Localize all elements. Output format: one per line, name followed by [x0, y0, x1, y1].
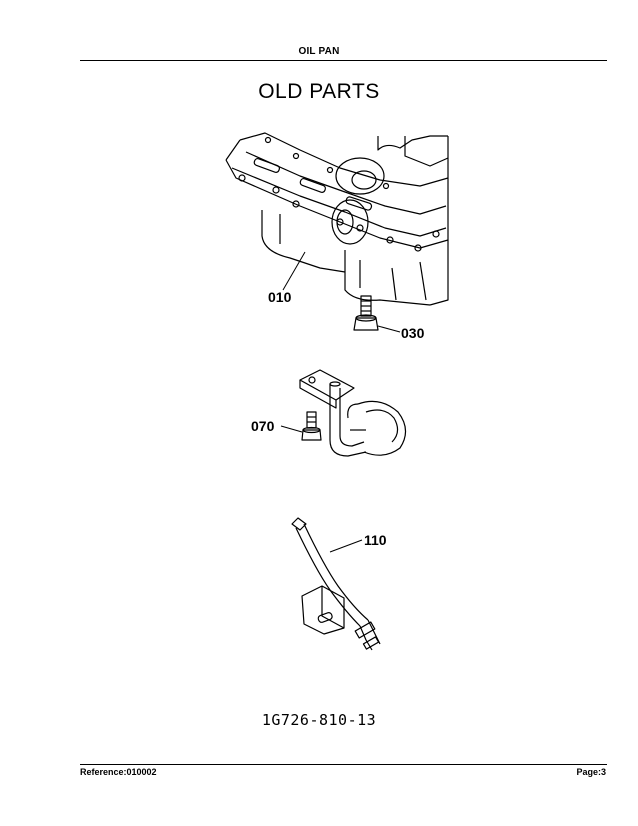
footer-reference: Reference:010002 — [80, 767, 157, 777]
section-title: OLD PARTS — [258, 80, 380, 103]
dipstick-guide-drawing — [291, 517, 381, 651]
footer-divider — [80, 764, 607, 765]
oil-pan-drawing — [225, 132, 449, 333]
callout-070: 070 — [251, 418, 275, 434]
page-header-title: OIL PAN — [298, 46, 340, 57]
footer-page-number: Page:3 — [576, 767, 606, 777]
callout-010: 010 — [268, 289, 292, 305]
header-divider — [80, 60, 607, 61]
diagram-part-code: 1G726-810-13 — [261, 711, 377, 729]
oil-strainer-drawing — [280, 369, 407, 457]
callout-030: 030 — [401, 325, 425, 341]
callout-110: 110 — [364, 532, 387, 548]
